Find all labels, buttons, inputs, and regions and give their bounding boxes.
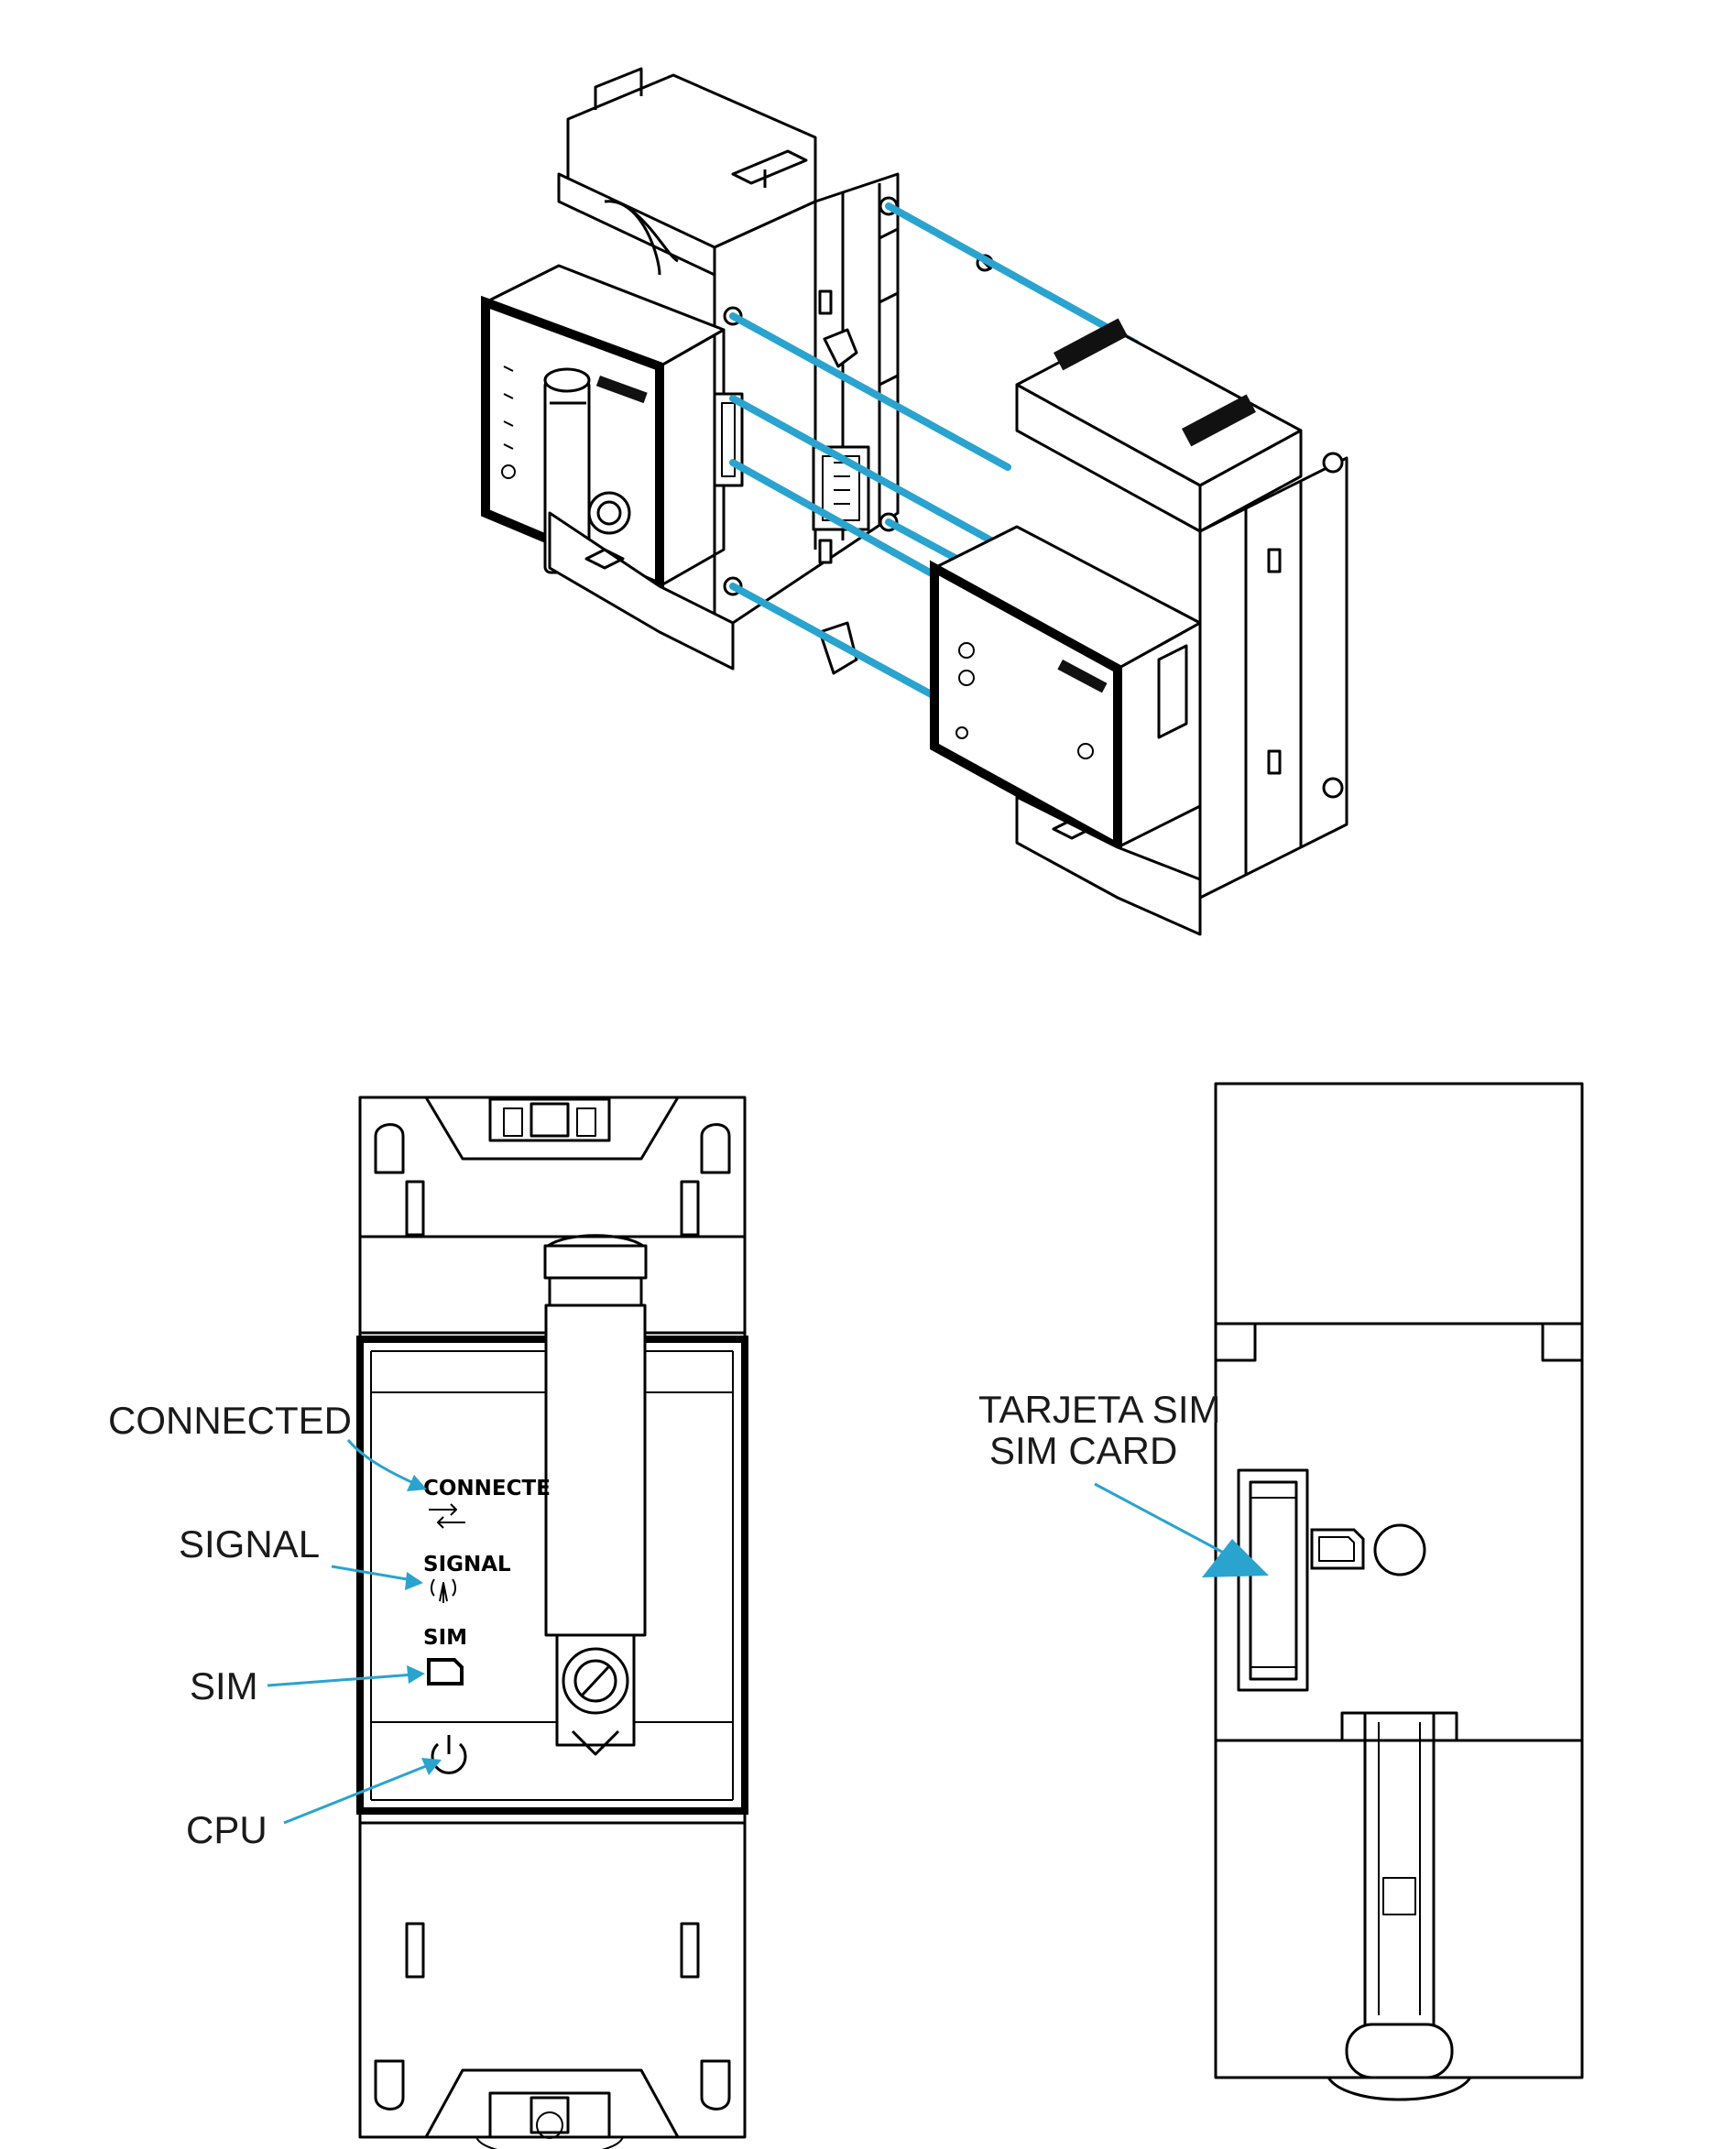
panel-label-sim: SIM xyxy=(423,1626,467,1650)
connection-arrows-icon xyxy=(429,1503,465,1529)
side-view-module xyxy=(1214,1082,1584,2101)
callout-arrows-left xyxy=(267,1439,442,1825)
right-module xyxy=(930,318,1348,936)
callout-sim: SIM xyxy=(190,1664,258,1707)
callout-arrow-right xyxy=(1094,1482,1269,1577)
callout-sim-card-es: TARJETA SIM xyxy=(978,1388,1220,1431)
callout-connected: CONNECTED xyxy=(108,1399,352,1442)
panel-label-signal: SIGNAL xyxy=(423,1553,511,1576)
exploded-assembly xyxy=(481,67,1348,936)
sim-card-icon xyxy=(427,1658,464,1685)
callout-cpu: CPU xyxy=(186,1808,267,1851)
callout-signal: SIGNAL xyxy=(179,1522,320,1565)
panel-label-connected: CONNECTE xyxy=(423,1477,551,1500)
antenna-signal-icon xyxy=(431,1578,456,1603)
callout-sim-card-en: SIM CARD xyxy=(989,1429,1177,1472)
power-icon xyxy=(431,1735,467,1774)
front-view-module: CONNECTE SIGNAL SIM xyxy=(356,1096,748,2149)
assembly-guide-lines xyxy=(729,202,1140,700)
